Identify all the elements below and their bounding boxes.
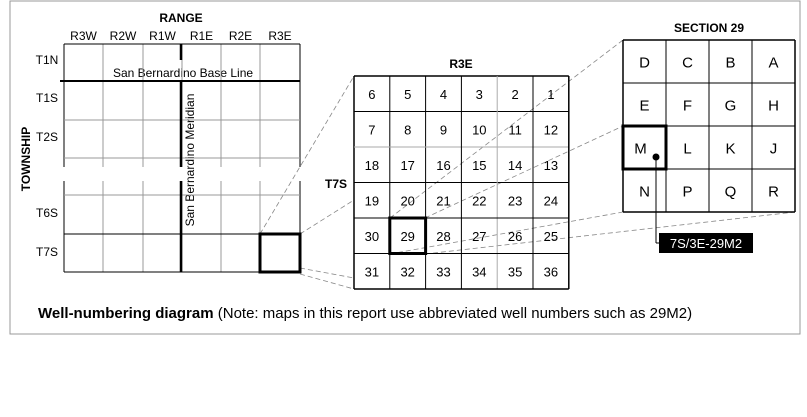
section-33: 33 <box>436 264 450 279</box>
section-13: 13 <box>544 158 558 173</box>
connector-line <box>424 125 624 219</box>
section-7: 7 <box>368 122 375 137</box>
connector-line <box>299 199 355 235</box>
tract-j: J <box>770 141 778 158</box>
range-title: RANGE <box>159 11 202 25</box>
tract-l: L <box>683 141 691 158</box>
caption-note: (Note: maps in this report use abbreviat… <box>214 305 693 322</box>
section-16: 16 <box>436 158 450 173</box>
tract-r: R <box>768 184 779 201</box>
section-15: 15 <box>472 158 486 173</box>
section-1: 1 <box>547 87 554 102</box>
section-12: 12 <box>544 122 558 137</box>
section-title: SECTION 29 <box>674 21 744 35</box>
section-26: 26 <box>508 229 522 244</box>
section-14: 14 <box>508 158 522 173</box>
section-3: 3 <box>476 87 483 102</box>
range-label-r3e: R3E <box>268 29 291 43</box>
section-8: 8 <box>404 122 411 137</box>
tract-q: Q <box>725 184 737 201</box>
range-label-r3w: R3W <box>70 29 97 43</box>
section-10: 10 <box>472 122 486 137</box>
section-9: 9 <box>440 122 447 137</box>
township-label-t7s: T7S <box>36 245 58 259</box>
section-18: 18 <box>365 158 379 173</box>
range-label-r2e: R2E <box>229 29 252 43</box>
township-label-t1n: T1N <box>36 53 59 67</box>
highlighted-section-29 <box>388 216 428 255</box>
tract-a: A <box>768 55 778 72</box>
section-27: 27 <box>472 229 486 244</box>
section-31: 31 <box>365 264 379 279</box>
tract-p: P <box>682 184 692 201</box>
tract-f: F <box>683 98 692 115</box>
tract-h: H <box>768 98 779 115</box>
section-tracts-grid: SECTION 29 7S/3E-29M2 D C B A E F G H M L K J N P Q R <box>621 21 796 253</box>
well-label-box <box>659 233 753 253</box>
figure-caption: Well-numbering diagram (Note: maps in th… <box>38 305 692 322</box>
connector-line <box>299 273 355 290</box>
township-label-t2s: T2S <box>36 130 58 144</box>
range-label-r2w: R2W <box>110 29 137 43</box>
connector-line <box>424 211 796 255</box>
section-21: 21 <box>436 193 450 208</box>
range-label-r1e: R1E <box>190 29 213 43</box>
range-township-grid: RANGE TOWNSHIP San Bernardino Base Line … <box>19 11 302 274</box>
section-23: 23 <box>508 193 522 208</box>
well-number-label: 7S/3E-29M2 <box>670 236 742 251</box>
section-20: 20 <box>400 193 414 208</box>
well-location-dot <box>652 153 660 161</box>
base-line-label: San Bernardino Base Line <box>113 66 253 80</box>
tract-e: E <box>639 98 649 115</box>
tract-c: C <box>682 55 693 72</box>
section-32: 32 <box>400 264 414 279</box>
section-36: 36 <box>544 264 558 279</box>
section-5: 5 <box>404 87 411 102</box>
township-row-label: T7S <box>325 177 347 191</box>
section-30: 30 <box>365 229 379 244</box>
connector-line <box>389 39 624 219</box>
section-29: 29 <box>400 229 414 244</box>
highlighted-tract-m <box>621 124 668 171</box>
township-label-t6s: T6S <box>36 206 58 220</box>
tract-g: G <box>725 98 737 115</box>
section-4: 4 <box>440 87 447 102</box>
highlighted-township-r3e-t7s <box>258 232 302 274</box>
connector-line <box>299 267 355 279</box>
section-11: 11 <box>508 122 522 137</box>
township-label-t1s: T1S <box>36 91 58 105</box>
tract-b: B <box>725 55 735 72</box>
section-19: 19 <box>365 193 379 208</box>
section-28: 28 <box>436 229 450 244</box>
tract-d: D <box>639 55 650 72</box>
connector-line <box>259 75 355 235</box>
section-17: 17 <box>400 158 414 173</box>
section-24: 24 <box>544 193 558 208</box>
tract-m: M <box>634 141 647 158</box>
meridian-label: San Bernardino Meridian <box>183 94 197 227</box>
section-22: 22 <box>472 193 486 208</box>
section-6: 6 <box>368 87 375 102</box>
section-2: 2 <box>511 87 518 102</box>
range-label-r1w: R1W <box>149 29 176 43</box>
caption-title: Well-numbering diagram <box>38 305 214 322</box>
township-grid-title: R3E <box>449 57 472 71</box>
tract-n: N <box>639 184 650 201</box>
section-25: 25 <box>544 229 558 244</box>
section-35: 35 <box>508 264 522 279</box>
tract-k: K <box>725 141 735 158</box>
zoom-connector-lines <box>259 39 796 290</box>
figure-frame <box>9 0 801 335</box>
section-34: 34 <box>472 264 486 279</box>
township-axis-label: TOWNSHIP <box>19 127 33 191</box>
